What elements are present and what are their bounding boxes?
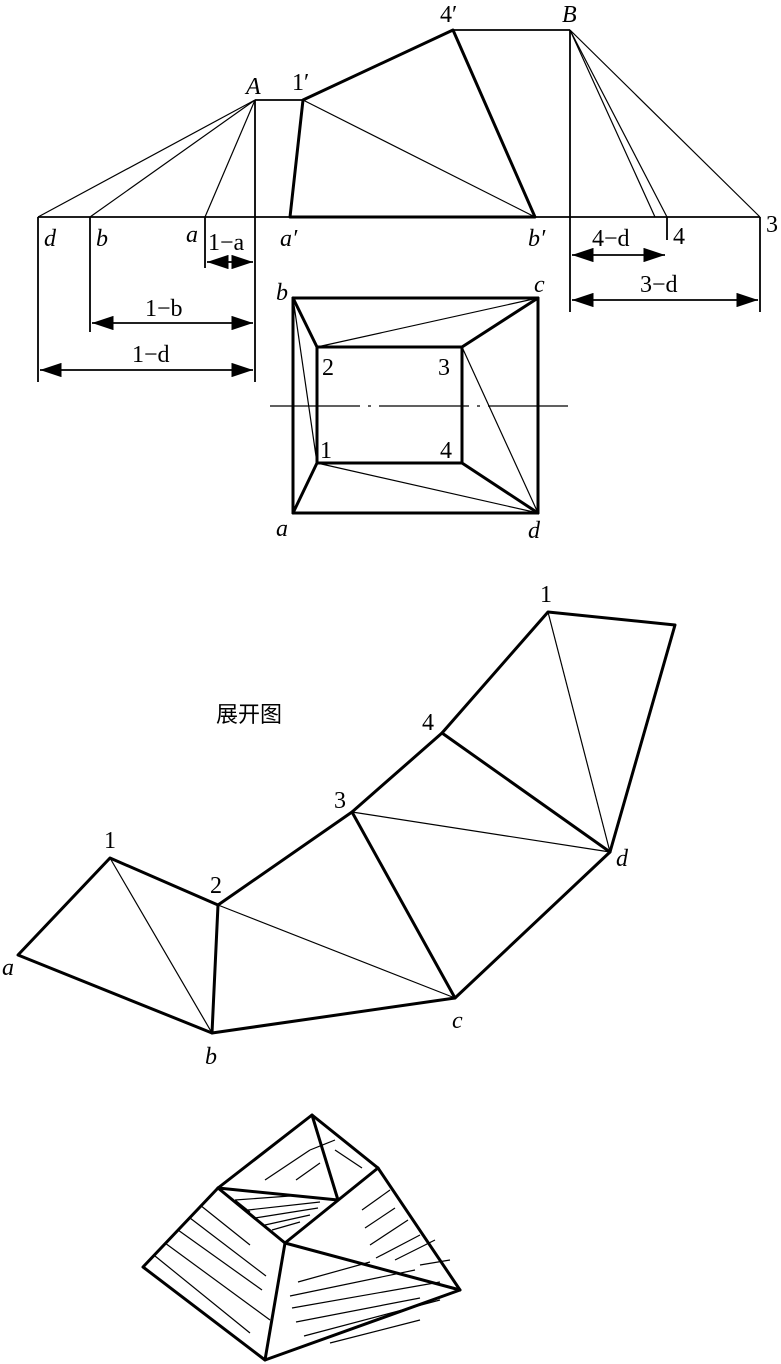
label-b-prime: b′ [528,226,546,252]
text-1-d: 1−d [132,342,170,368]
label-d: d [44,226,57,252]
plan-view: b c a d 2 3 1 4 [270,272,568,544]
dev-label-b: b [205,1044,217,1070]
label-B: B [562,2,577,28]
dev-label-1: 1 [104,828,116,854]
plan-label-2: 2 [322,355,334,381]
text-1-b: 1−b [145,296,183,322]
label-a-prime: a′ [280,226,298,252]
text-4-d: 4−d [592,226,630,252]
dev-label-a: a [2,955,14,981]
label-a: a [186,222,198,248]
label-1-prime: 1′ [292,70,309,96]
plan-label-a: a [276,516,288,542]
text-1-a: 1−a [208,230,245,256]
plan-label-d: d [528,518,541,544]
plan-label-c: c [534,272,545,298]
dev-label-3: 3 [334,788,346,814]
elevation-view: A 1′ 4′ B d b a a′ b′ 4 3 1−a 1−b 1−d 4−… [37,2,778,382]
plan-label-b: b [276,280,288,306]
label-4-prime: 4′ [440,2,457,28]
hatching [154,1139,451,1344]
dev-label-d: d [616,846,629,872]
label-4: 4 [673,224,685,250]
dev-label-2: 2 [210,873,222,899]
plan-label-3: 3 [438,355,450,381]
dev-label-1-top: 1 [540,582,552,608]
label-A: A [244,74,261,100]
label-3: 3 [766,212,778,238]
dev-label-4: 4 [422,710,434,736]
text-3-d: 3−d [640,272,678,298]
development-view: 展开图 a 1 2 b 3 c 4 d 1 [2,582,677,1070]
pictorial-view [141,1113,462,1362]
plan-label-1: 1 [320,438,332,464]
label-b: b [96,226,108,252]
plan-label-4: 4 [440,438,452,464]
dev-label-c: c [452,1008,463,1034]
development-title: 展开图 [216,703,282,728]
front-view-outline [288,28,537,219]
